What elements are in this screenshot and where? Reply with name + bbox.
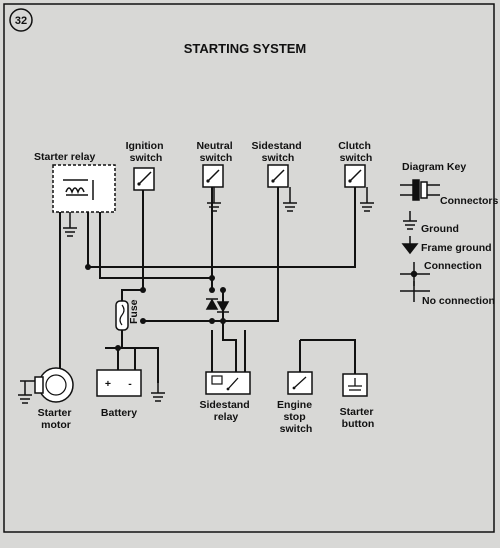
key-ground-label: Ground xyxy=(421,223,459,235)
starter-button-label: Starter button xyxy=(340,406,377,430)
starter-relay xyxy=(52,164,116,213)
key-connection-label: Connection xyxy=(424,260,482,272)
key-title: Diagram Key xyxy=(402,161,466,173)
ignition-switch xyxy=(133,167,155,191)
switch-ground-icons xyxy=(63,187,374,237)
battery-ground-icon xyxy=(151,383,165,402)
key-no-connection-label: No connection xyxy=(422,295,495,307)
ground-icon xyxy=(403,211,417,230)
diode-pair xyxy=(205,298,230,313)
ignition-switch-label: Ignition switch xyxy=(126,140,167,164)
battery: + - xyxy=(96,369,142,397)
starter-motor xyxy=(18,367,74,404)
key-connectors-label: Connectors xyxy=(440,195,499,207)
sidestand-relay-label: Sidestand relay xyxy=(199,399,252,423)
battery-positive-terminal: + xyxy=(105,378,111,390)
clutch-switch xyxy=(344,164,366,188)
sidestand-switch xyxy=(267,164,289,188)
starter-motor-label: Starter motor xyxy=(38,407,75,431)
neutral-switch xyxy=(202,164,224,188)
key-frame-ground-label: Frame ground xyxy=(421,242,492,254)
frame-ground-icon xyxy=(401,236,419,255)
fuse-label: Fuse xyxy=(128,299,140,324)
diagram-title: STARTING SYSTEM xyxy=(184,41,307,56)
connection-dots xyxy=(85,264,226,351)
sidestand-switch-label: Sidestand switch xyxy=(251,140,304,164)
figure-number-badge: 32 xyxy=(9,8,33,32)
wires xyxy=(59,185,356,383)
battery-label: Battery xyxy=(101,407,137,419)
starter-button xyxy=(342,373,368,397)
diagram-key: Diagram Key Connectors Ground Frame grou… xyxy=(400,161,499,307)
figure-frame xyxy=(3,3,495,533)
sidestand-relay xyxy=(205,371,251,395)
no-connection-icon xyxy=(400,281,430,302)
figure-number: 32 xyxy=(15,15,27,27)
neutral-switch-label: Neutral switch xyxy=(196,140,235,164)
fuse xyxy=(115,300,129,331)
engine-stop-switch-label: Engine stop switch xyxy=(277,399,315,435)
battery-negative-terminal: - xyxy=(128,378,132,390)
connectors-icon xyxy=(400,179,440,201)
starter-relay-label: Starter relay xyxy=(34,151,95,163)
clutch-switch-label: Clutch switch xyxy=(338,140,374,164)
engine-stop-switch xyxy=(287,371,313,395)
